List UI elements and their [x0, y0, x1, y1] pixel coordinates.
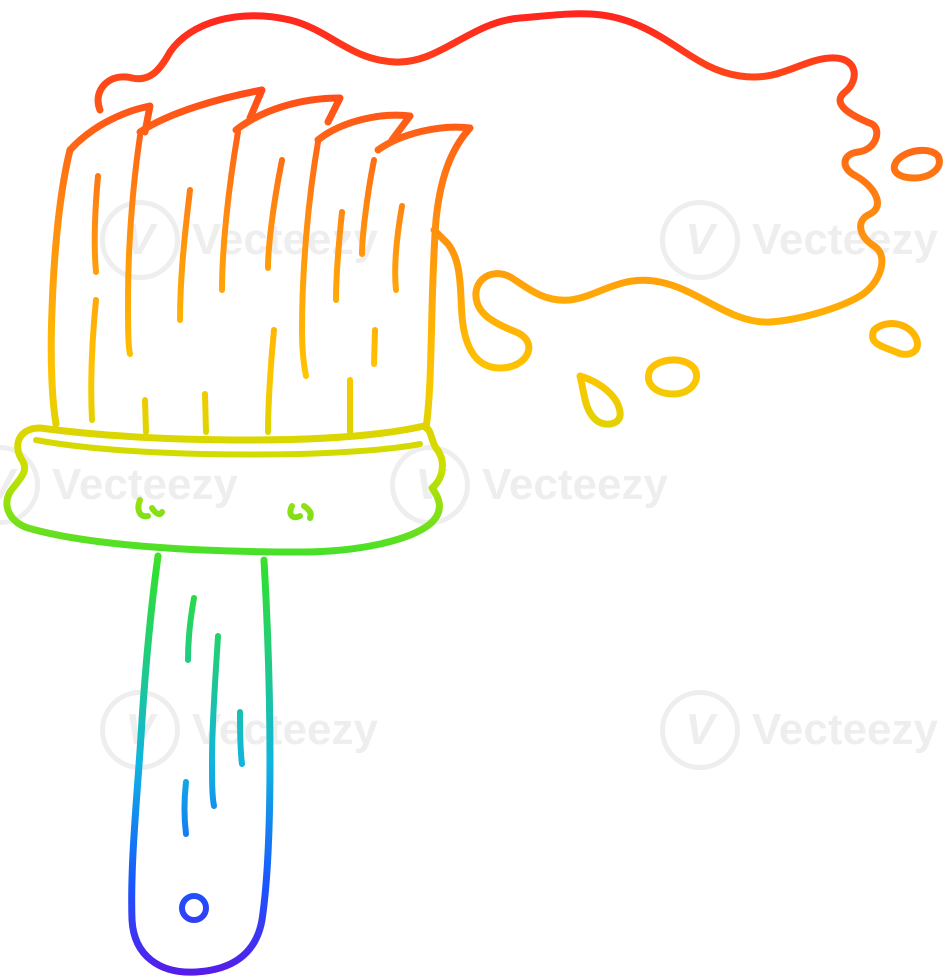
- bristle-strand: [177, 187, 193, 323]
- handle-grain-line: [181, 779, 189, 837]
- ferrule-outline: [3, 422, 446, 556]
- bristle-tuft-3: [232, 94, 344, 134]
- paint-drop: [890, 146, 943, 182]
- bristle-strand: [142, 397, 149, 435]
- bristle-strand: [88, 297, 99, 423]
- ferrule-dent-right: [301, 503, 314, 521]
- bristle-tuft-5: [374, 123, 474, 432]
- bristle-strand: [392, 203, 405, 293]
- bristle-strand: [371, 327, 378, 367]
- bristle-strand: [202, 391, 209, 435]
- paint-splash-outline: [94, 10, 886, 372]
- bristle-strand: [125, 133, 143, 357]
- bristle-strand: [265, 327, 277, 435]
- bristle-strand: [299, 139, 321, 379]
- ferrule-dent-left: [149, 505, 165, 518]
- bristle-strand: [333, 209, 345, 303]
- bristles-left-edge: [47, 146, 74, 428]
- bristle-tuft-1: [66, 102, 154, 154]
- bristle-tuft-2: [136, 86, 266, 136]
- bristle-strand: [91, 173, 101, 275]
- handle-grain-line: [237, 709, 245, 767]
- handle-grain-line: [185, 595, 197, 663]
- ferrule-top-band: [33, 437, 423, 458]
- paint-drop: [576, 372, 624, 428]
- ferrule-dent-left: [135, 497, 151, 520]
- handle-hang-hole: [179, 893, 209, 923]
- brush-handle-outline: [128, 552, 274, 976]
- bristle-strand: [219, 129, 241, 293]
- handle-grain-line: [209, 633, 221, 809]
- paint-drop: [869, 320, 921, 358]
- bristle-strand: [265, 157, 285, 271]
- ferrule-dent-right: [287, 503, 303, 521]
- bristle-tuft-4: [314, 111, 414, 144]
- bristle-strand: [359, 157, 377, 257]
- paint-drop: [645, 356, 700, 398]
